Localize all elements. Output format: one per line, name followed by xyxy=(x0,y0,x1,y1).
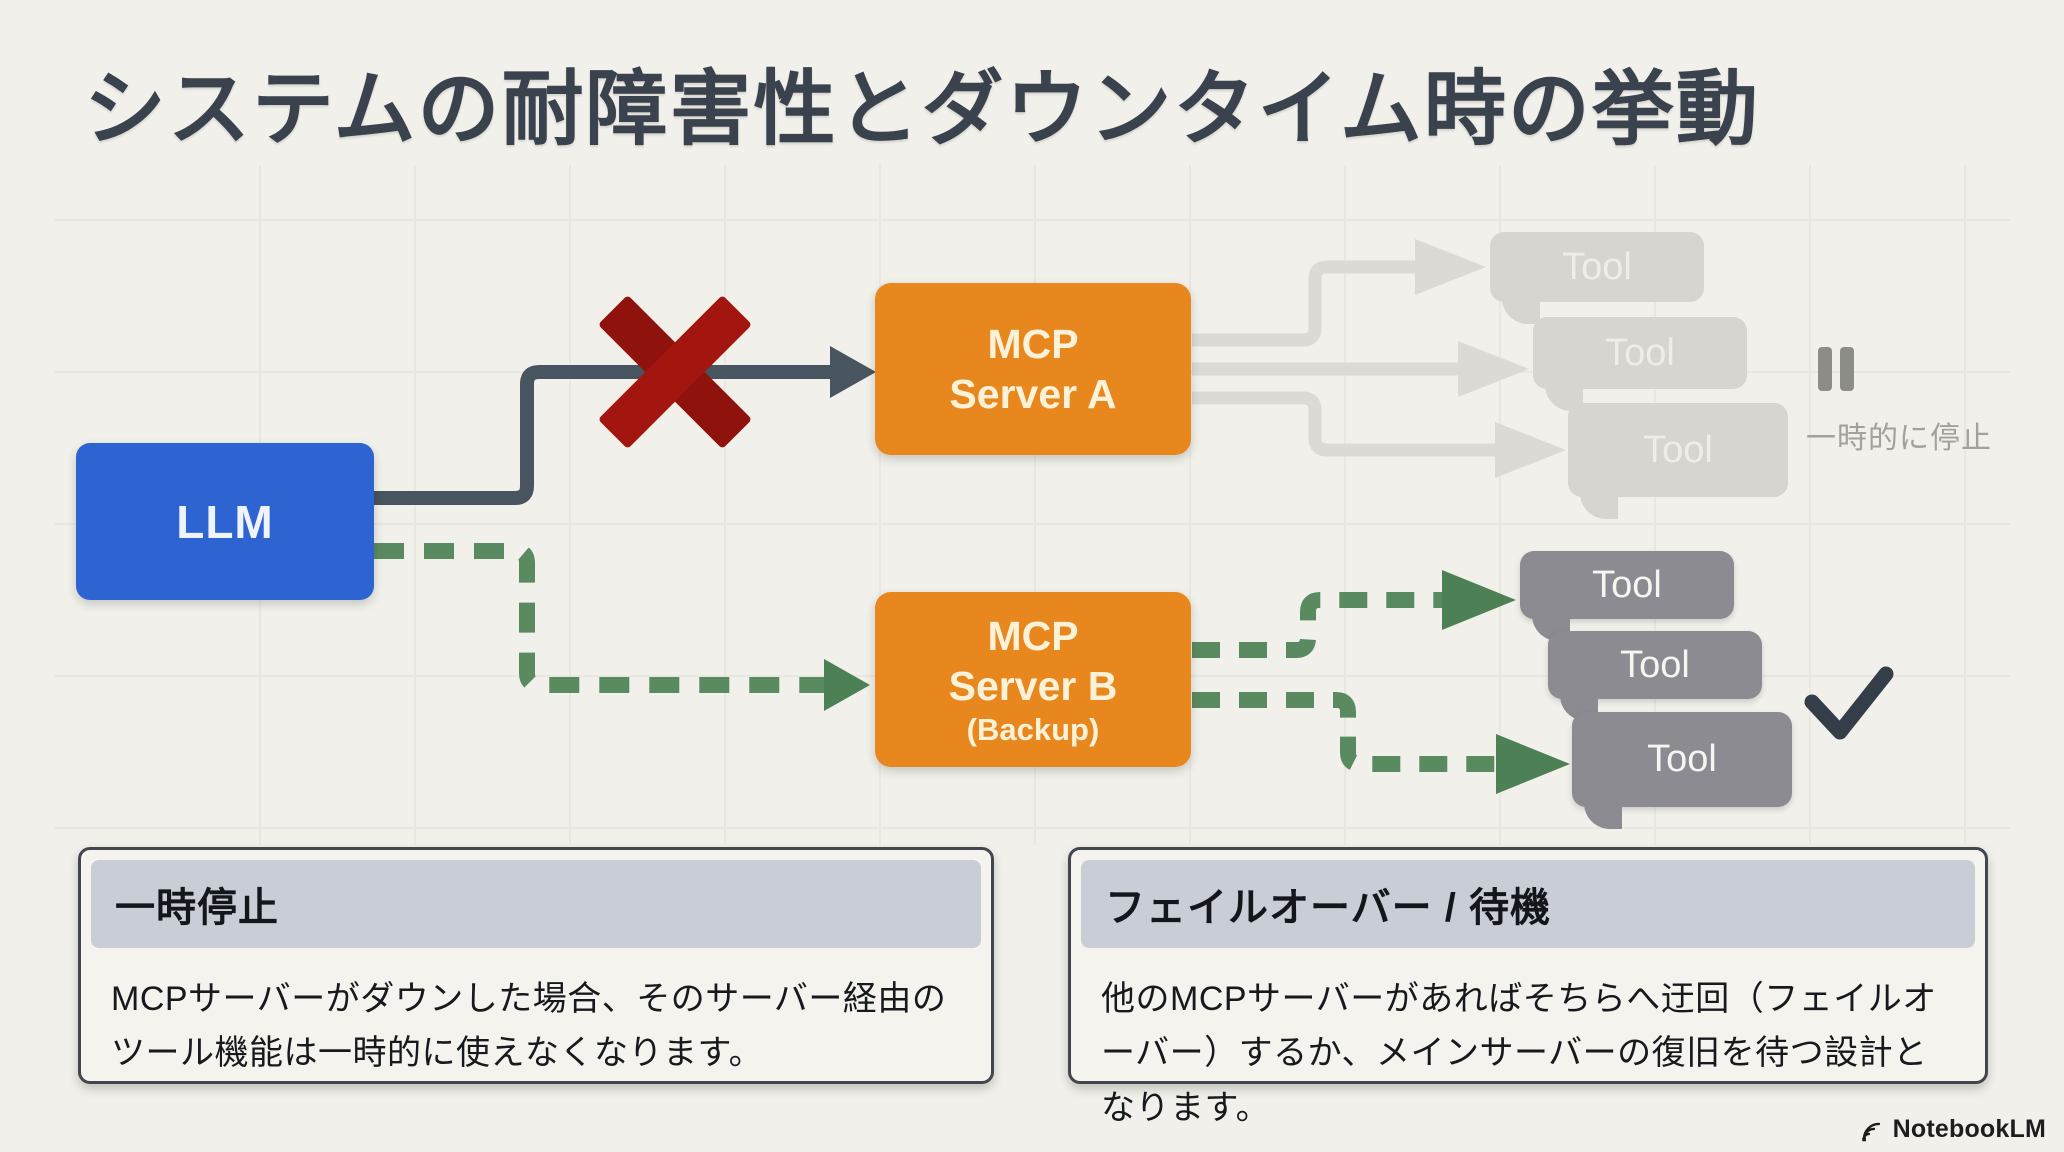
server-b-backup-label: (Backup) xyxy=(966,711,1100,747)
footer-brand: NotebookLM xyxy=(1858,1115,2046,1144)
active-tool-1-label: Tool xyxy=(1592,563,1662,606)
inactive-tool-2-label: Tool xyxy=(1605,331,1675,374)
notebooklm-logo-icon xyxy=(1861,1122,1880,1141)
mcp-server-b-node: MCP Server B (Backup) xyxy=(875,592,1191,767)
check-icon xyxy=(1804,666,1894,740)
llm-node: LLM xyxy=(76,443,374,600)
inactive-tool-2: Tool xyxy=(1533,317,1747,411)
notebooklm-brand-text: NotebookLM xyxy=(1892,1115,2046,1143)
failover-card: フェイルオーバー / 待機 他のMCPサーバーがあればそちらへ迂回（フェイルオー… xyxy=(1068,847,1988,1127)
pause-status-label: 一時的に停止 xyxy=(1806,422,1992,455)
pause-card-title: 一時停止 xyxy=(115,886,279,930)
inactive-tool-1-label: Tool xyxy=(1562,245,1632,288)
llm-to-server-a-link xyxy=(374,346,876,505)
mcp-server-a-node: MCP Server A xyxy=(875,283,1191,455)
failover-card-header: フェイルオーバー / 待機 xyxy=(1081,860,1975,948)
pause-card: 一時停止 MCPサーバーがダウンした場合、そのサーバー経由のツール機能は一時的に… xyxy=(78,847,994,1084)
inactive-tool-arrowheads xyxy=(1415,239,1566,478)
failover-card-body: 他のMCPサーバーがあればそちらへ迂回（フェイルオーバー）するか、メインサーバー… xyxy=(1101,980,1937,1127)
server-b-line1: MCP xyxy=(987,612,1079,659)
pause-card-header: 一時停止 xyxy=(91,860,981,948)
server-a-line2: Server A xyxy=(949,371,1117,417)
active-tool-3-label: Tool xyxy=(1647,738,1717,780)
inactive-tool-1: Tool xyxy=(1490,232,1704,324)
inactive-tool-links xyxy=(1192,260,1495,457)
llm-label: LLM xyxy=(176,495,274,548)
llm-to-server-b-link xyxy=(374,543,870,711)
x-mark-icon xyxy=(599,296,751,448)
server-a-line1: MCP xyxy=(987,320,1079,367)
server-b-line2: Server B xyxy=(948,662,1118,709)
active-tool-2-label: Tool xyxy=(1620,643,1690,686)
server-b-tool-arrowheads xyxy=(1442,570,1570,794)
inactive-tool-3-label: Tool xyxy=(1643,428,1713,471)
inactive-tool-3: Tool xyxy=(1568,403,1788,519)
pause-icon xyxy=(1818,347,1854,391)
page-title: システムの耐障害性とダウンタイム時の挙動 xyxy=(84,64,1760,155)
server-b-tool-links xyxy=(1192,592,1496,772)
failover-card-title: フェイルオーバー / 待機 xyxy=(1105,886,1551,930)
active-tool-3: Tool xyxy=(1572,712,1792,829)
pause-card-body: MCPサーバーがダウンした場合、そのサーバー経由のツール機能は一時的に使えなくな… xyxy=(111,980,947,1073)
active-tool-1: Tool xyxy=(1520,551,1734,641)
active-tool-2: Tool xyxy=(1548,631,1762,721)
